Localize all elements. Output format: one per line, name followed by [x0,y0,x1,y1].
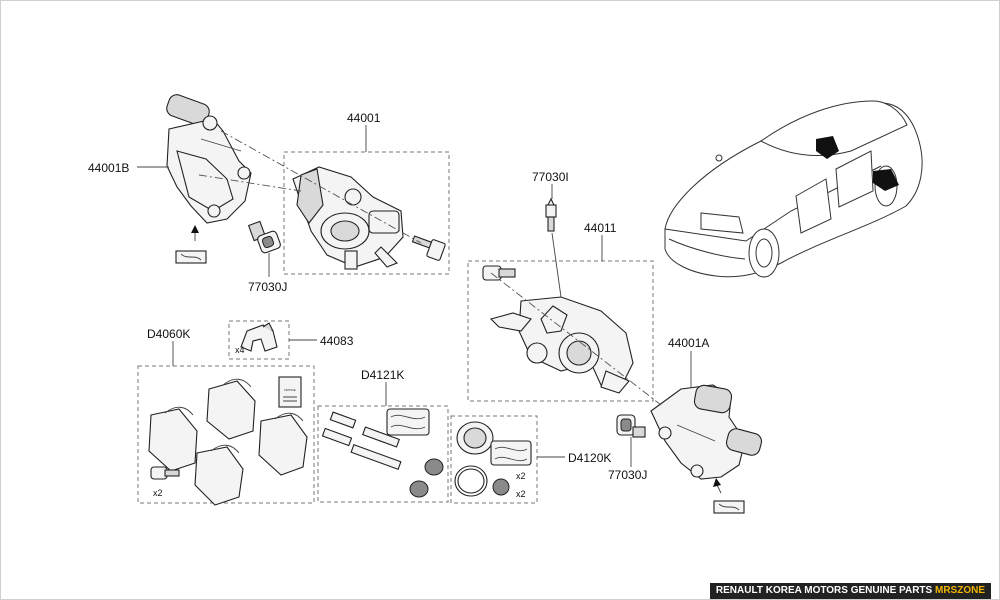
pad-clip-44083 [240,322,278,352]
footer-text: RENAULT KOREA MOTORS GENUINE PARTS [715,585,935,596]
leader-77030I-part [551,232,562,298]
box-44001 [283,151,450,275]
caliper-bracket-44001B [166,94,252,224]
label-77030J-left[interactable]: 77030J [248,280,287,294]
label-D4060K[interactable]: D4060K [147,327,190,341]
footer-banner: RENAULT KOREA MOTORS GENUINE PARTS MRSZO… [709,583,991,599]
arrow-right [716,484,722,494]
centerline-bracket [198,174,302,192]
qty-pad-bolt: x2 [153,488,163,498]
bracket-tag-left [175,250,207,264]
footer-brand: MRSZONE [935,585,985,596]
label-44001[interactable]: 44001 [347,111,381,125]
label-77030J-right[interactable]: 77030J [608,468,647,482]
bolt-77030J-left [247,220,281,254]
caliper-bolt-44001 [411,235,446,261]
qty-seal-boots: x2 [516,489,526,499]
seal-kit-D4120K [454,421,532,497]
centerline-44001 [220,130,422,244]
label-44083[interactable]: 44083 [320,334,354,348]
label-44011[interactable]: 44011 [584,221,617,235]
pad-bolt [150,466,180,480]
booklet-text: NOTICE [284,388,295,392]
caliper-bracket-44001A [650,384,763,480]
bracket-tag-right [713,500,745,514]
guide-pins-D4121K [321,408,444,498]
brake-pads-D4060K [148,378,308,506]
box-D4120K [450,415,538,504]
caliper-44001 [292,166,404,270]
instruction-booklet: NOTICE [278,376,302,408]
label-44001A[interactable]: 44001A [668,336,709,350]
box-D4121K [317,405,449,503]
label-D4121K[interactable]: D4121K [361,368,404,382]
car-illustration [664,100,923,278]
box-44011 [467,260,654,402]
label-44001B[interactable]: 44001B [88,161,129,175]
bolt-77030J-right [616,414,646,438]
label-77030I[interactable]: 77030I [532,170,569,184]
qty-boots: x2 [516,471,526,481]
caliper-44011 [482,265,634,394]
bleed-screw-77030I [545,197,557,232]
qty-clips: x4 [235,345,245,355]
label-D4120K[interactable]: D4120K [568,451,611,465]
centerline-44011 [490,272,662,406]
box-D4060K [137,365,315,504]
